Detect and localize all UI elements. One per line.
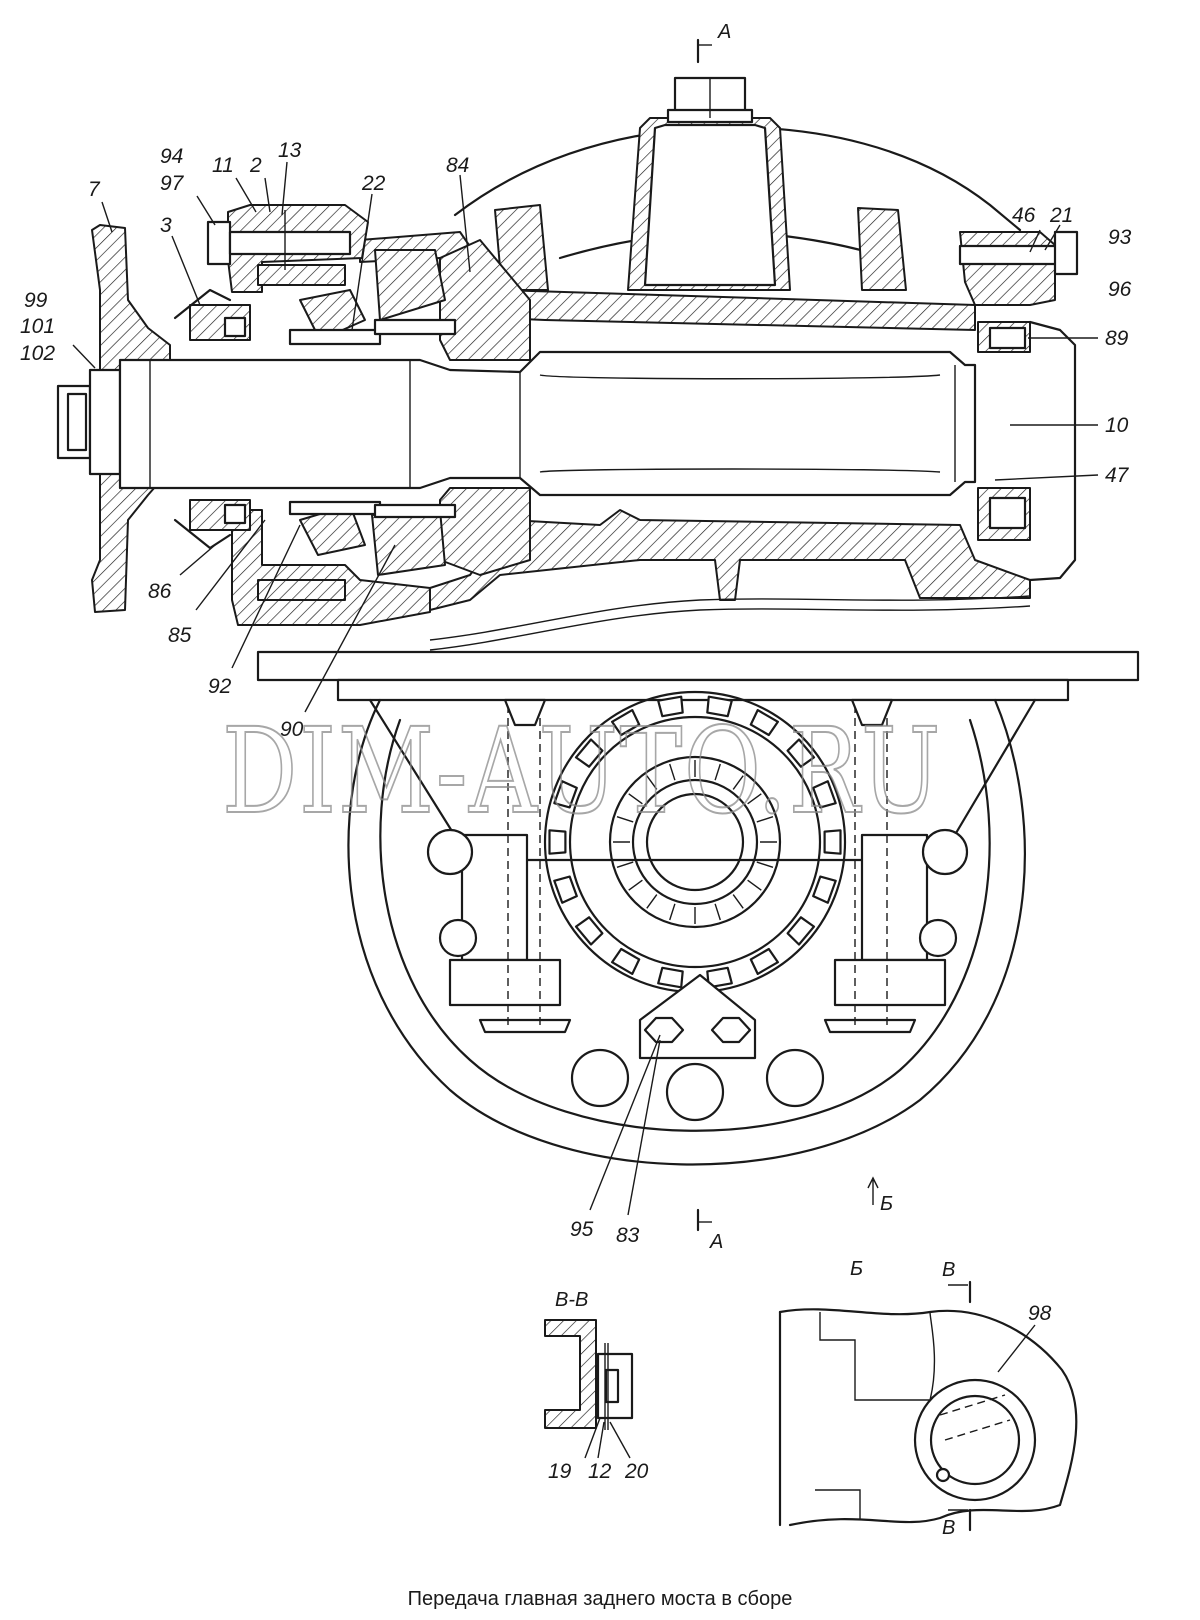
spline-tick	[646, 894, 658, 909]
spline-tick	[756, 816, 774, 823]
callout-102: 102	[20, 342, 55, 365]
callout-10: 10	[1105, 414, 1129, 437]
callout-85: 85	[168, 624, 192, 647]
spline-tick	[732, 894, 744, 909]
section-vv-detail	[544, 1319, 634, 1430]
sectional-view	[56, 76, 1140, 702]
section-v-top-label: В	[942, 1259, 955, 1281]
drawing-caption: Передача главная заднего моста в сборе	[407, 1588, 793, 1610]
gear-tooth	[657, 695, 684, 718]
callout-12: 12	[588, 1460, 612, 1483]
callout-98: 98	[1028, 1302, 1052, 1325]
view-b-arrow-label: Б	[880, 1193, 893, 1215]
gear-tooth	[812, 875, 837, 904]
gear-tooth	[749, 709, 779, 737]
callout-83: 83	[616, 1224, 640, 1247]
callout-97: 97	[160, 172, 185, 195]
spline-tick	[756, 861, 774, 868]
callout-7: 7	[88, 178, 101, 201]
gear-tooth	[574, 916, 604, 946]
callout-labels: 94 97 11 2 13 22 84 7 3 99 101 102 46 21…	[20, 139, 1132, 1483]
callout-2: 2	[249, 154, 262, 177]
lower-differential-view	[347, 690, 1037, 1166]
callout-22: 22	[361, 172, 386, 195]
view-b-title: Б	[850, 1258, 863, 1280]
section-a-bottom-label: А	[709, 1231, 723, 1253]
callout-21: 21	[1049, 204, 1073, 227]
spline-tick	[628, 879, 643, 891]
callout-95: 95	[570, 1218, 594, 1241]
callout-46: 46	[1012, 204, 1036, 227]
gear-tooth	[786, 916, 816, 946]
callout-101: 101	[20, 315, 55, 338]
gear-tooth	[823, 829, 842, 855]
callout-3: 3	[160, 214, 172, 237]
callout-99: 99	[24, 289, 48, 312]
spline-tick	[669, 763, 676, 781]
callout-19: 19	[548, 1460, 572, 1483]
spline-tick	[732, 775, 744, 790]
gear-tooth	[548, 829, 567, 855]
spline-tick	[714, 763, 721, 781]
callout-93: 93	[1108, 226, 1132, 249]
callout-96: 96	[1108, 278, 1132, 301]
gear-tooth	[553, 780, 578, 809]
callout-89: 89	[1105, 327, 1129, 350]
spline-tick	[616, 861, 634, 868]
spline-tick	[714, 903, 721, 921]
view-b-detail	[778, 1308, 1078, 1527]
gear-tooth	[657, 966, 684, 989]
gear-tooth	[812, 780, 837, 809]
gear-tooth	[611, 709, 641, 737]
gear-tooth	[611, 947, 641, 975]
section-labels: А А Б Б В В В-В	[555, 21, 955, 1539]
callout-11: 11	[212, 154, 234, 177]
gear-tooth	[706, 695, 733, 718]
spline-tick	[628, 793, 643, 805]
callout-86: 86	[148, 580, 172, 603]
callout-47: 47	[1105, 464, 1130, 487]
callout-92: 92	[208, 675, 232, 698]
spline-tick	[747, 879, 762, 891]
spline-tick	[747, 793, 762, 805]
gear-tooth	[786, 738, 816, 768]
leader-lines	[72, 161, 1099, 1459]
callout-13: 13	[278, 139, 302, 162]
callout-94: 94	[160, 145, 183, 168]
gear-tooth	[574, 738, 604, 768]
callout-84: 84	[446, 154, 469, 177]
spline-tick	[669, 903, 676, 921]
section-marks	[696, 38, 972, 1532]
callout-90: 90	[280, 718, 304, 741]
spline-tick	[646, 775, 658, 790]
spline-tick	[616, 816, 634, 823]
gear-tooth	[749, 947, 779, 975]
section-v-bottom-label: В	[942, 1517, 955, 1539]
section-a-top-label: А	[717, 21, 731, 43]
callout-20: 20	[624, 1460, 649, 1483]
gear-tooth	[553, 875, 578, 904]
watermark: DIM-AUTO.RU	[222, 702, 942, 840]
section-vv-title: В-В	[555, 1289, 588, 1311]
